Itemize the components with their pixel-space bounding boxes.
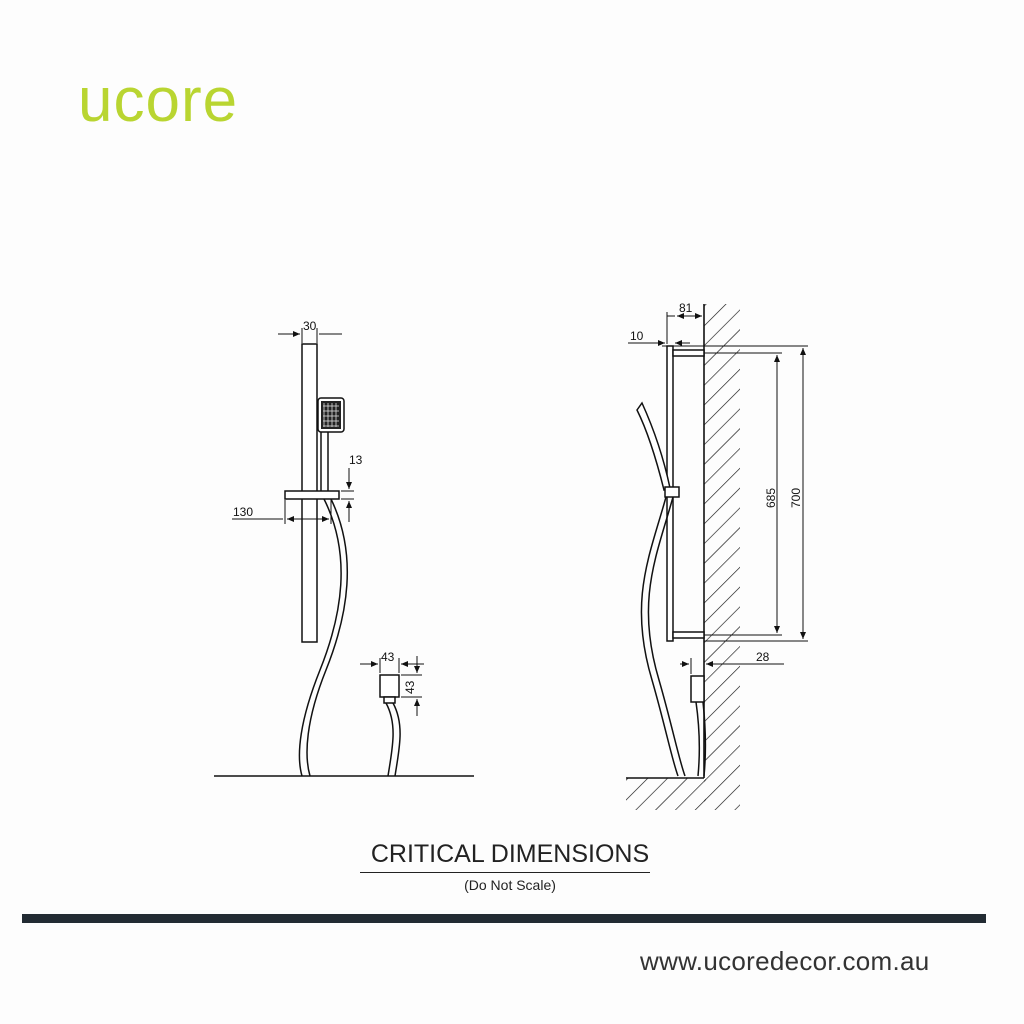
bottom-bracket: [672, 631, 705, 639]
dim-holder-height: [341, 468, 354, 522]
side-holder: [664, 486, 680, 498]
label-bracket-offset: 10: [630, 329, 644, 343]
label-bracket-spacing: 685: [764, 488, 778, 508]
side-hose: [640, 496, 679, 777]
front-outlet: [379, 674, 400, 698]
label-outlet-height: 43: [403, 680, 417, 694]
dim-rail-depth: [666, 312, 702, 344]
label-rail-depth: 81: [679, 301, 693, 315]
dim-rail-width: [278, 328, 342, 343]
side-view: [626, 304, 808, 810]
label-outlet-depth: 28: [756, 650, 770, 664]
front-hose: [298, 498, 342, 777]
label-holder-projection: 130: [233, 505, 253, 519]
dim-holder-projection: [232, 500, 332, 524]
label-rail-length: 700: [789, 488, 803, 508]
caption-title: CRITICAL DIMENSIONS: [370, 840, 650, 868]
caption-subtitle: (Do Not Scale): [464, 877, 556, 893]
front-view: [214, 328, 474, 777]
label-outlet-width: 43: [381, 650, 395, 664]
side-shower-head: [636, 401, 671, 491]
outlet-hose: [385, 702, 394, 777]
front-holder: [284, 490, 340, 500]
website-link[interactable]: www.ucoredecor.com.au: [640, 946, 930, 976]
dim-outlet-depth: [680, 658, 784, 674]
front-shower-head: [317, 397, 345, 491]
floor-hatch: [626, 778, 706, 810]
dim-outlet: [360, 656, 424, 716]
side-outlet-hose: [695, 701, 701, 777]
caption-underline: [360, 872, 650, 873]
footer-bar: [22, 914, 986, 923]
top-bracket: [672, 349, 705, 357]
wall-hatch: [704, 304, 740, 810]
label-holder-height: 13: [349, 453, 363, 467]
label-rail-width: 30: [303, 319, 317, 333]
side-outlet: [690, 675, 705, 703]
ucore-logo: ucore: [78, 66, 239, 135]
